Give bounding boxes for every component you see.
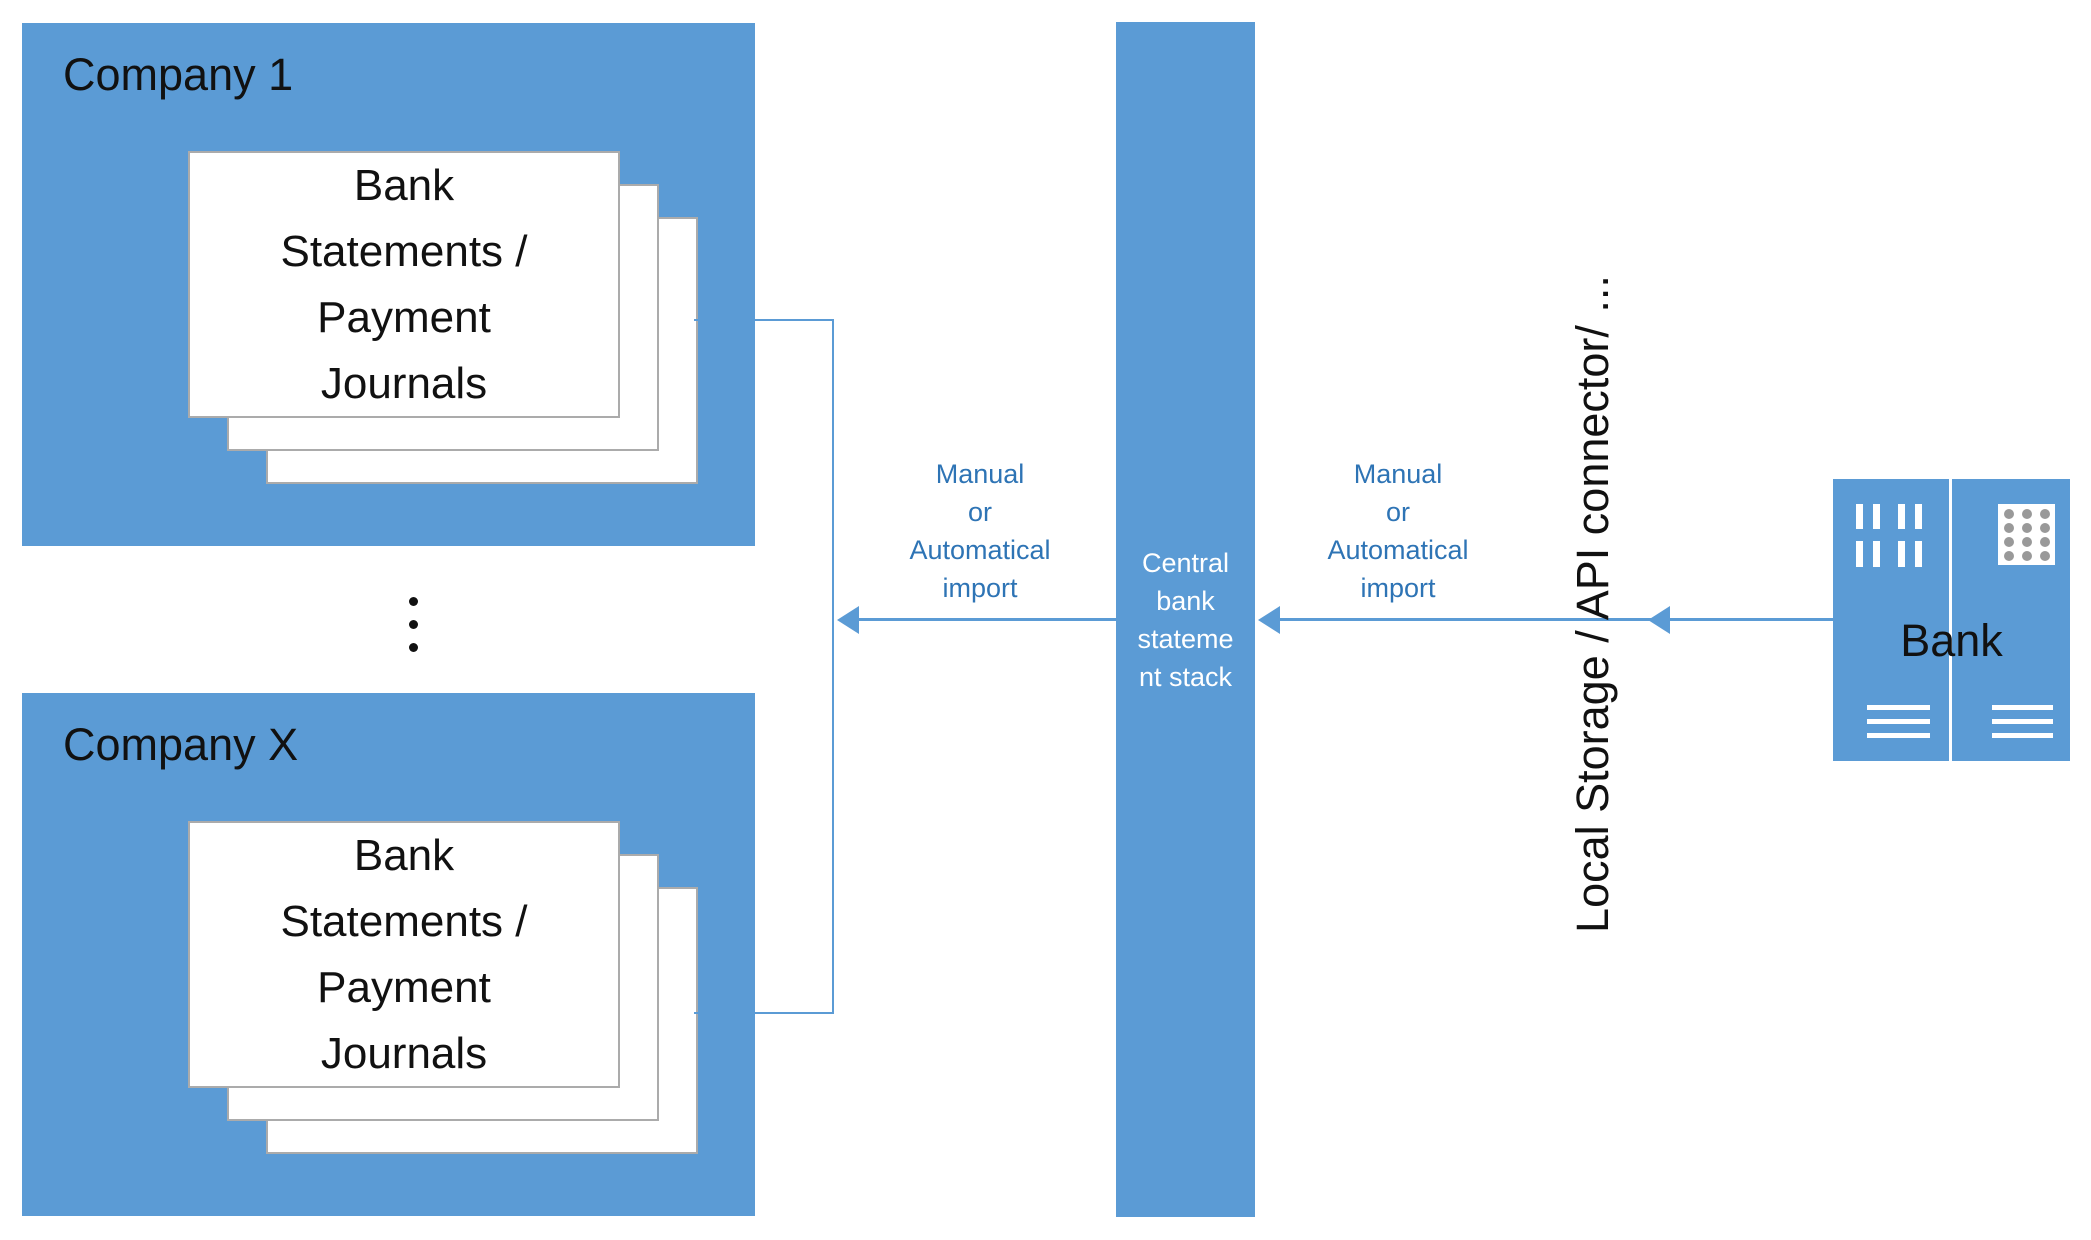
company-x-title: Company X <box>63 719 299 770</box>
company-1-title: Company 1 <box>63 49 294 100</box>
company-x-card-front: Bank Statements / Payment Journals <box>188 821 620 1088</box>
central-bar-label-line: stateme <box>1137 623 1234 654</box>
window-dot <box>2003 522 2014 533</box>
connector-company-x-horizontal-line <box>694 1012 834 1014</box>
card-text-line: Journals <box>320 358 488 408</box>
import-label-right: Manual or Automatical import <box>1268 455 1528 607</box>
bank-dot-window-icon <box>1998 504 2055 565</box>
arrow-left-head-icon <box>837 606 859 634</box>
window-bar-icon <box>1856 541 1863 567</box>
companies-ellipsis-dots <box>409 597 418 652</box>
arrow-bank-to-bar-line <box>1266 618 1833 621</box>
ellipsis-dot <box>409 643 418 652</box>
import-label-line: or <box>967 497 992 527</box>
window-dot <box>2039 536 2050 547</box>
window-bar-icon <box>1856 504 1863 529</box>
import-label-line: Automatical <box>909 535 1051 565</box>
window-dot <box>2039 550 2050 561</box>
central-bank-statement-stack-bar: Central bank stateme nt stack <box>1116 22 1255 1217</box>
bank-stripe <box>1992 705 2053 710</box>
window-bar-icon <box>1873 504 1880 529</box>
central-bar-label-line: bank <box>1156 585 1215 616</box>
import-label-line: or <box>1385 497 1410 527</box>
central-bar-label-line: nt stack <box>1138 661 1233 692</box>
import-label-left: Manual or Automatical import <box>850 455 1110 607</box>
import-label-line: Manual <box>1353 459 1443 489</box>
card-text-line: Bank <box>353 160 455 210</box>
bank-stripe <box>1867 719 1930 724</box>
bank-building: Bank <box>1833 479 2070 761</box>
bank-label: Bank <box>1900 615 2003 666</box>
bank-tower-left <box>1833 479 1949 761</box>
card-text-line: Payment <box>317 962 491 1012</box>
central-bar-label: Central bank stateme nt stack <box>1137 544 1233 696</box>
local-storage-api-connector-label: Local Storage / API connector/ ... <box>1567 275 1618 933</box>
import-label-line: Automatical <box>1327 535 1469 565</box>
company-1-card-front: Bank Statements / Payment Journals <box>188 151 620 418</box>
bank-stripe <box>1992 719 2053 724</box>
arrow-left-head-icon <box>1258 606 1280 634</box>
import-label-line: Manual <box>935 459 1025 489</box>
bank-stripe <box>1992 733 2053 738</box>
card-text-line: Payment <box>317 292 491 342</box>
window-bar-icon <box>1915 504 1922 529</box>
window-dot <box>2021 536 2032 547</box>
arrow-bar-to-companies-line <box>855 618 1116 621</box>
bank-windows-row-1 <box>1856 504 1922 529</box>
arrow-middle-head-icon <box>1648 606 1670 634</box>
bank-stripe <box>1867 705 1930 710</box>
window-bar-icon <box>1898 504 1905 529</box>
window-bar-icon <box>1915 541 1922 567</box>
ellipsis-dot <box>409 620 418 629</box>
window-bar-icon <box>1898 541 1905 567</box>
connector-vertical-line <box>832 319 834 1014</box>
import-label-line: import <box>942 573 1018 603</box>
window-bar-icon <box>1873 541 1880 567</box>
window-dot <box>2021 508 2032 519</box>
bank-stripe <box>1867 733 1930 738</box>
company-x-box: Company X Bank Statements / Payment Jour… <box>22 693 755 1216</box>
window-dot <box>2021 550 2032 561</box>
window-dot <box>2003 508 2014 519</box>
central-bar-label-line: Central <box>1141 547 1230 578</box>
ellipsis-dot <box>409 597 418 606</box>
window-dot <box>2039 522 2050 533</box>
bank-windows-row-2 <box>1856 541 1922 567</box>
window-dot <box>2039 508 2050 519</box>
window-dot <box>2003 536 2014 547</box>
connector-company-1-horizontal-line <box>694 319 834 321</box>
card-text-line: Journals <box>320 1028 488 1078</box>
window-dot <box>2021 522 2032 533</box>
card-text-line: Statements / <box>280 896 528 946</box>
card-text-line: Statements / <box>280 226 528 276</box>
import-label-line: import <box>1360 573 1436 603</box>
card-text-line: Bank <box>353 830 455 880</box>
company-1-box: Company 1 Bank Statements / Payment Jour… <box>22 23 755 546</box>
window-dot <box>2003 550 2014 561</box>
